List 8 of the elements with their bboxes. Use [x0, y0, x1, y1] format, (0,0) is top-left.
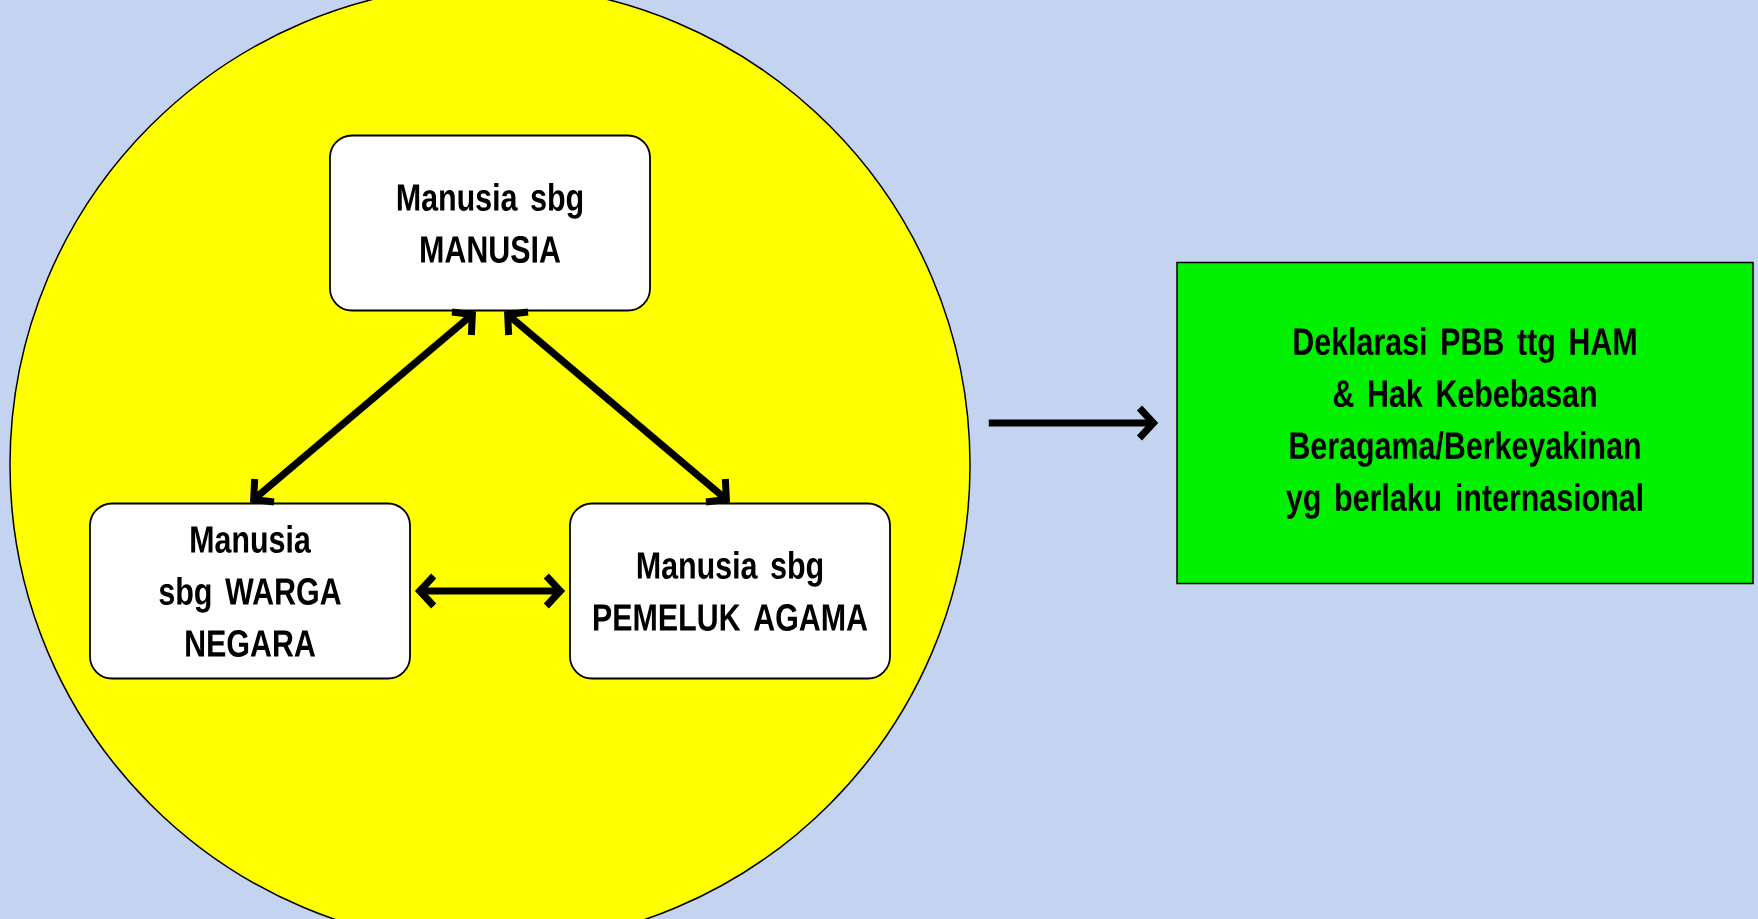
arrow: [504, 308, 730, 506]
arrow: [988, 405, 1159, 441]
text-box: Deklarasi PBB ttg HAM & Hak Kebebasan Beragama/Berkeyakinan yg berlaku internasional: [1176, 261, 1754, 585]
rounded-box: Manusia sbg PEMELUK AGAMA: [569, 502, 891, 680]
arrow: [414, 573, 566, 609]
rounded-box: Manusia sbg WARGA NEGARA: [89, 502, 411, 680]
arrow: [250, 308, 476, 506]
rounded-box: Manusia sbg MANUSIA: [329, 134, 651, 312]
